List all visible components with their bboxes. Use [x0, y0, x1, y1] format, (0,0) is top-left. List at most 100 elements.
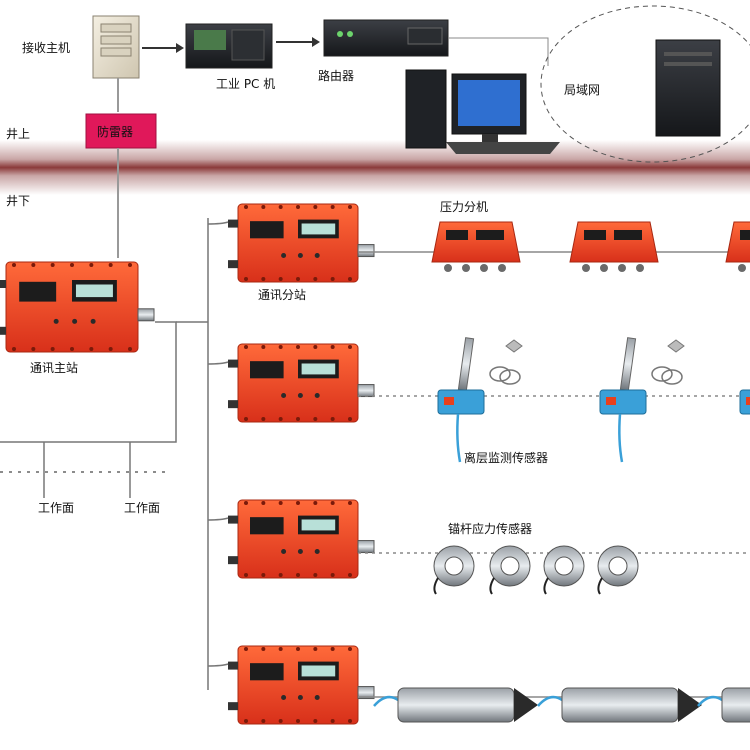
station-bolt: [330, 501, 335, 505]
server-icon: [655, 39, 721, 137]
station-connector: [357, 686, 375, 700]
sensor-body: [739, 389, 750, 415]
station-bolt: [70, 347, 74, 351]
sensor-anchor-claw: [505, 339, 523, 353]
station-bolt: [261, 417, 266, 421]
anchor-probe-3: [697, 687, 750, 723]
station-button: [90, 318, 96, 324]
router-to-lan-line: [448, 37, 549, 66]
station-bolt: [278, 417, 283, 421]
station-bolt: [278, 719, 283, 723]
pressure-port: [618, 264, 626, 272]
station-bolt: [296, 719, 300, 723]
pressure-logo: [584, 230, 606, 240]
station-bolt: [244, 647, 248, 651]
sensor-anchor-claw: [667, 339, 685, 353]
station-button: [314, 252, 320, 258]
station-bolt: [244, 501, 248, 505]
station-bolt: [330, 417, 335, 421]
station-cable-port: [228, 661, 238, 670]
station-bolt: [296, 277, 300, 281]
working-face-dashed: [0, 442, 170, 498]
bolt-sensor-cable: [597, 577, 603, 595]
station-bolt: [50, 347, 55, 351]
station-bolt: [70, 263, 74, 267]
station-logo-panel: [250, 361, 284, 379]
pressure-port: [600, 264, 608, 272]
pressure-extension-1: [431, 221, 521, 272]
sensor-rod: [457, 337, 475, 391]
station-bolt: [348, 719, 352, 723]
station-lcd-screen: [301, 363, 336, 375]
station-button: [53, 318, 59, 324]
sensor-cable: [456, 413, 462, 463]
station-lcd-screen: [301, 223, 336, 235]
bolt-stress-sensor-1: [433, 545, 475, 595]
receiver-host-icon: [92, 15, 140, 79]
station-bolt: [348, 205, 352, 209]
station-bolt: [128, 263, 132, 267]
station-bolt: [313, 719, 318, 723]
bolt-stress-sensor-2: [489, 545, 531, 595]
station-button: [297, 392, 303, 398]
trunk-lines: [0, 218, 209, 690]
sensor-indicator: [444, 397, 454, 405]
station-bolt: [244, 205, 248, 209]
pressure-logo: [446, 230, 468, 240]
lan-label: 局域网: [564, 83, 600, 97]
substation-feed: [207, 361, 229, 365]
station-bolt: [313, 417, 318, 421]
station-bolt: [261, 205, 266, 209]
station-button: [281, 548, 287, 554]
pressure-display: [476, 230, 504, 240]
station-connector: [357, 540, 375, 554]
station-logo-panel: [250, 663, 284, 681]
separation-sensor-1: [437, 337, 523, 463]
station-connector: [137, 308, 155, 322]
probe-body: [397, 687, 515, 723]
probe-tip: [678, 688, 702, 722]
substation-feed: [207, 517, 229, 521]
station-bolt: [313, 205, 318, 209]
station-cable-port: [0, 326, 6, 335]
station-cable-port: [228, 400, 238, 409]
station-bolt: [278, 573, 283, 577]
comm-main-station-body: [0, 261, 155, 353]
industrial-pc-label: 工业 PC 机: [216, 77, 275, 91]
sensor-anchor-ring: [661, 369, 683, 385]
station-logo-panel: [250, 221, 284, 239]
arrow-pc-to-router: [276, 37, 320, 47]
station-bolt: [313, 501, 318, 505]
station-bolt: [330, 345, 335, 349]
station-bolt: [313, 277, 318, 281]
arrow-receiver-to-pc: [142, 43, 184, 53]
working-face-label-2: 工作面: [124, 501, 160, 515]
station-bolt: [278, 345, 283, 349]
pressure-display: [614, 230, 642, 240]
surface-underground-band: [0, 140, 750, 195]
station-bolt: [330, 205, 335, 209]
pressure-extension-3: [725, 221, 750, 272]
station-button: [297, 548, 303, 554]
anchor-probe-2: [537, 687, 702, 723]
station-lcd-screen: [301, 665, 336, 677]
substation-feed: [207, 663, 229, 667]
pressure-extensions: [431, 221, 750, 272]
station-bolt: [261, 277, 266, 281]
comm-substation-1: [228, 203, 375, 283]
pressure-port: [582, 264, 590, 272]
bolt-stress-sensor-4: [597, 545, 639, 595]
sensor-cable: [618, 413, 624, 463]
sensor-anchor-ring: [651, 366, 673, 382]
anchor-probe-1: [373, 687, 538, 723]
pressure-port: [738, 264, 746, 272]
sensor-body: [437, 389, 485, 415]
station-button: [297, 694, 303, 700]
station-bolt: [348, 345, 352, 349]
station-bolt: [261, 345, 266, 349]
station-bolt: [296, 501, 300, 505]
station-bolt: [89, 263, 94, 267]
sensor-rod: [619, 337, 637, 391]
